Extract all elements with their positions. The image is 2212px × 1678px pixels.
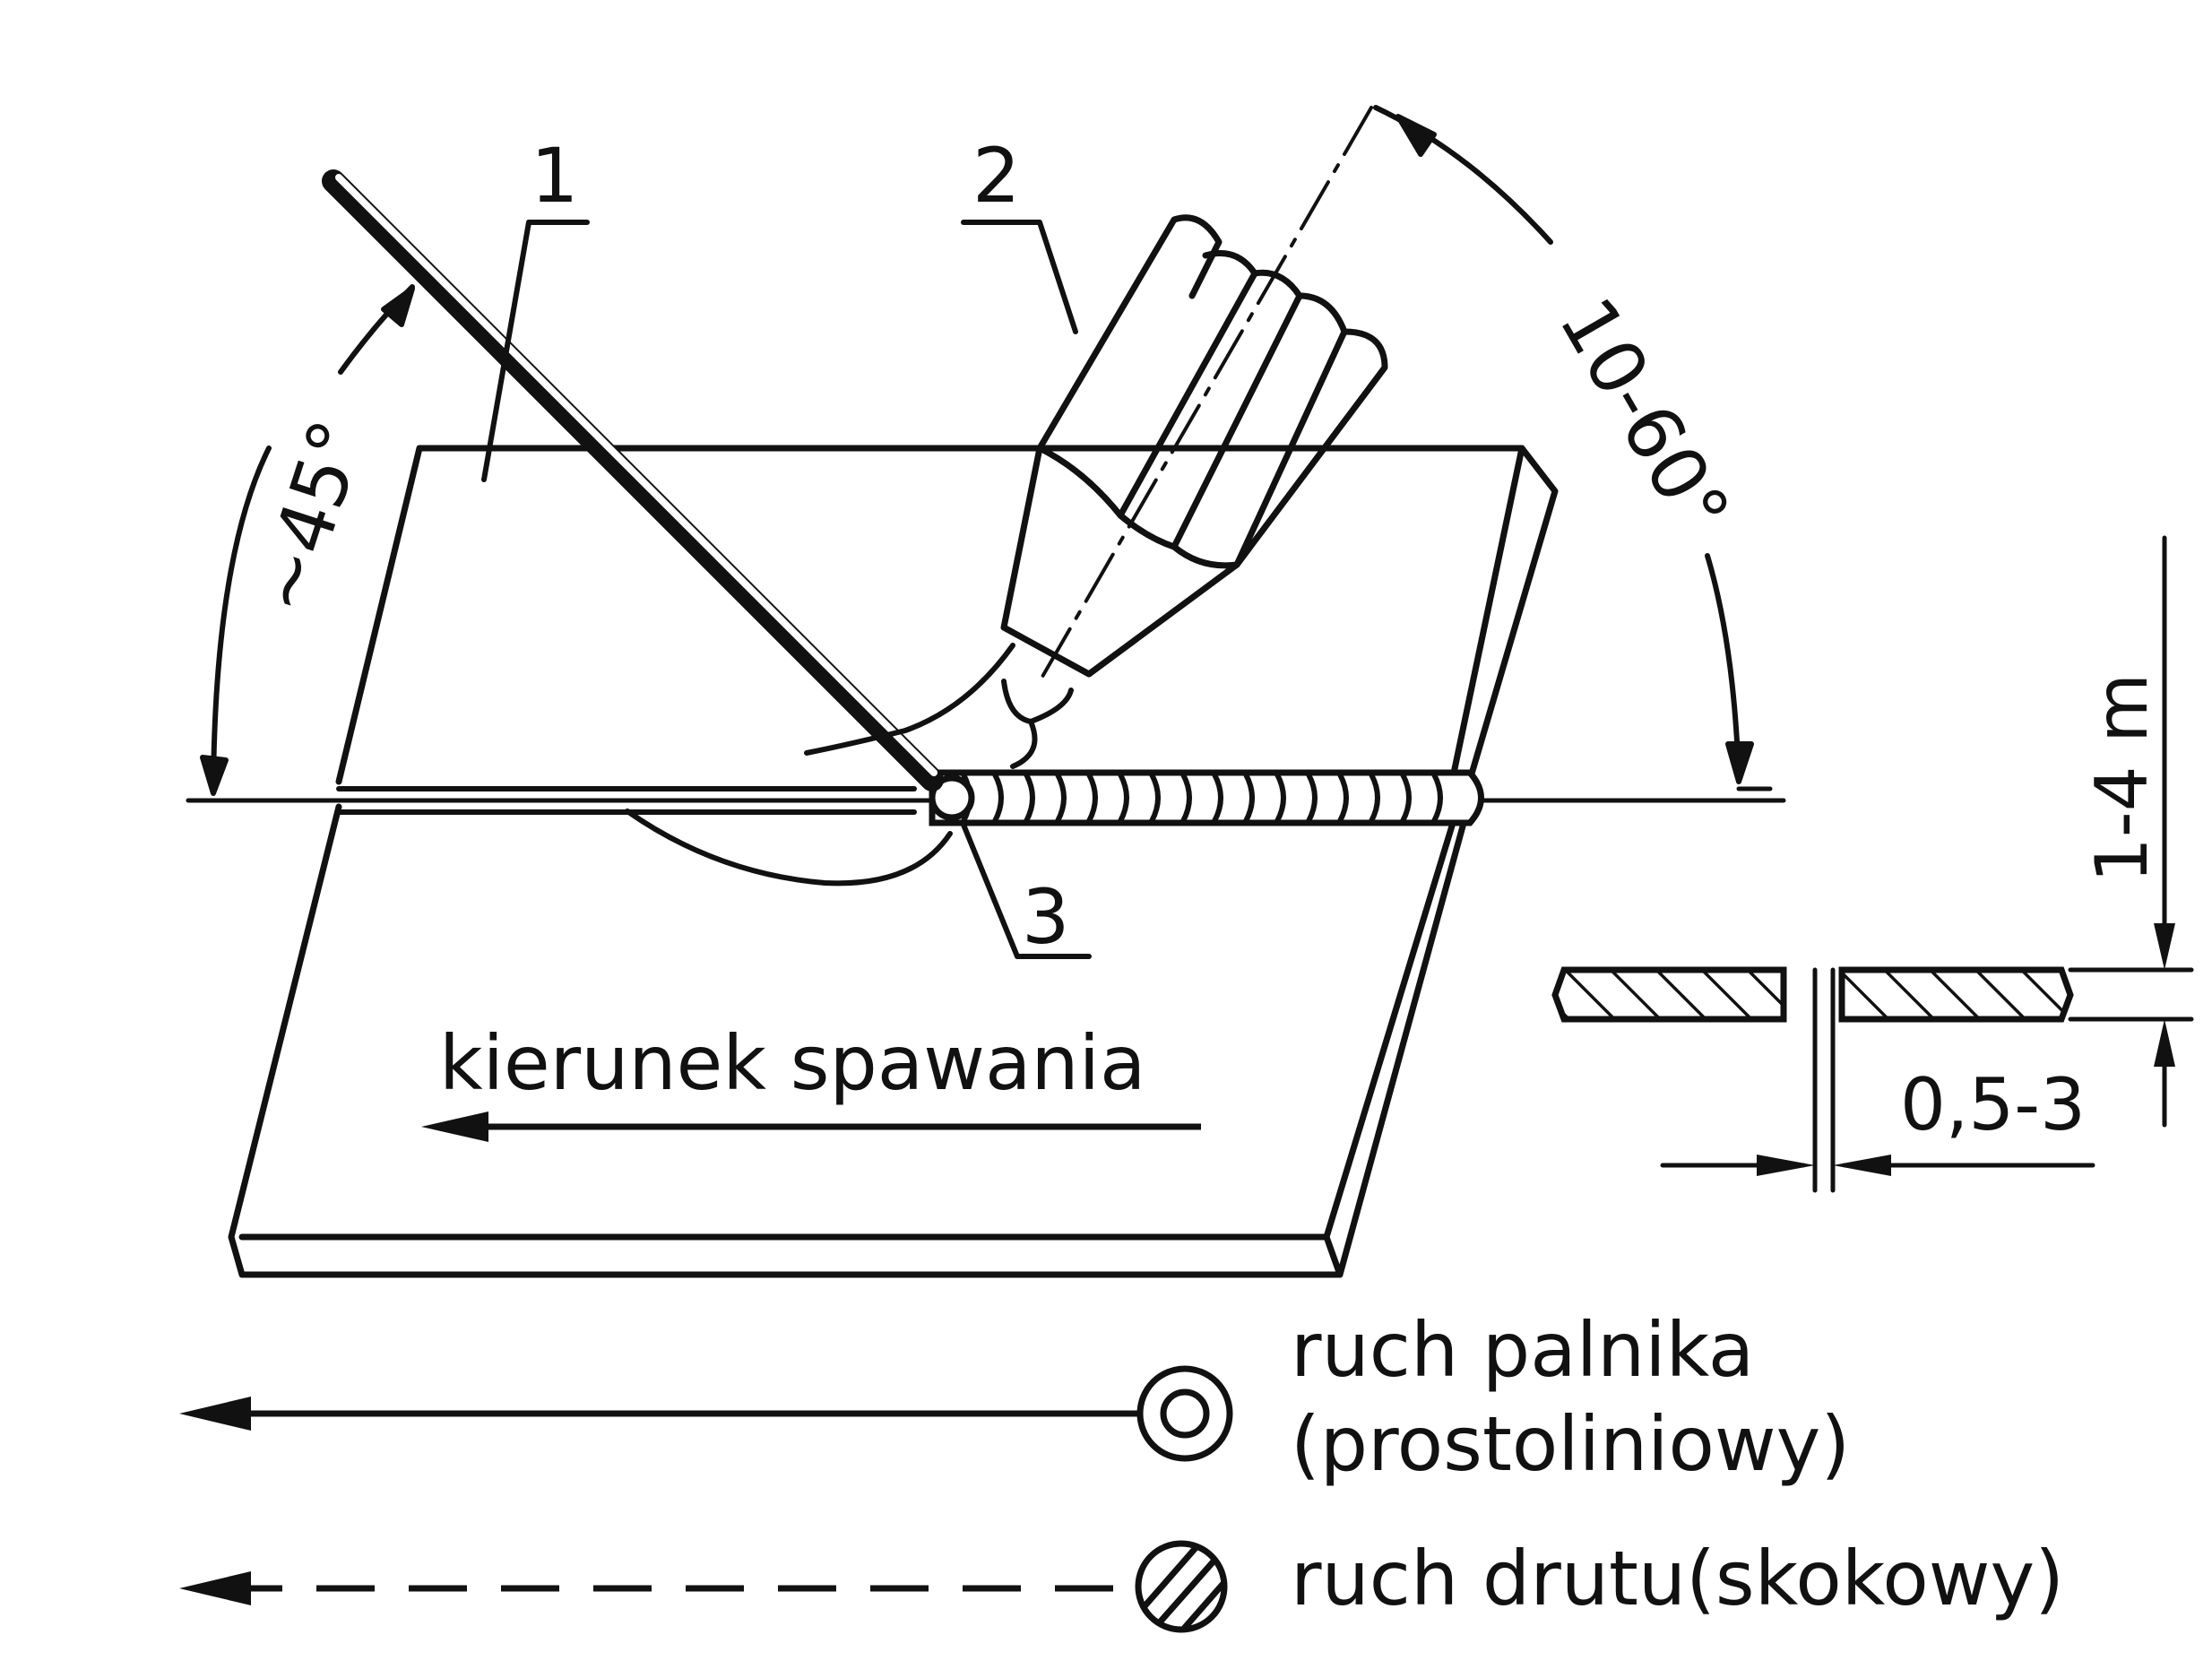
callout-1: 1	[531, 132, 578, 220]
callout-lines	[481, 220, 1092, 959]
legend-wire-label: ruch drutu(skokowy)	[1291, 1535, 2064, 1622]
flame	[625, 643, 1074, 887]
welding-torch	[1000, 106, 1388, 683]
callout-2: 2	[972, 132, 1020, 220]
legend-torch-symbol	[1136, 1365, 1233, 1462]
direction-arrow	[421, 1111, 1201, 1142]
angle-filler-dimension	[200, 284, 415, 796]
legend-torch-line	[179, 1397, 1140, 1431]
direction-label: kierunek spawania	[439, 1019, 1145, 1107]
callout-3: 3	[1022, 873, 1069, 961]
weld-bead	[929, 769, 1484, 826]
filler-rod	[322, 169, 944, 791]
legend-torch-sublabel: (prostoliniowy)	[1291, 1400, 1850, 1488]
label-thickness: 1-4 m	[2080, 673, 2164, 883]
joint-cross-section	[1551, 535, 2194, 1193]
legend-wire-symbol	[1135, 1540, 1228, 1633]
workpiece-plate	[186, 445, 1786, 1278]
label-angle-torch: 10-60°	[1542, 283, 1747, 549]
label-gap: 0,5-3	[1900, 1063, 2086, 1146]
legend-wire-line	[179, 1571, 1134, 1605]
angle-torch-dimension	[1373, 105, 1773, 791]
label-angle-filler: ~45°	[238, 410, 383, 624]
legend-torch-label: ruch palnika	[1291, 1306, 1754, 1394]
